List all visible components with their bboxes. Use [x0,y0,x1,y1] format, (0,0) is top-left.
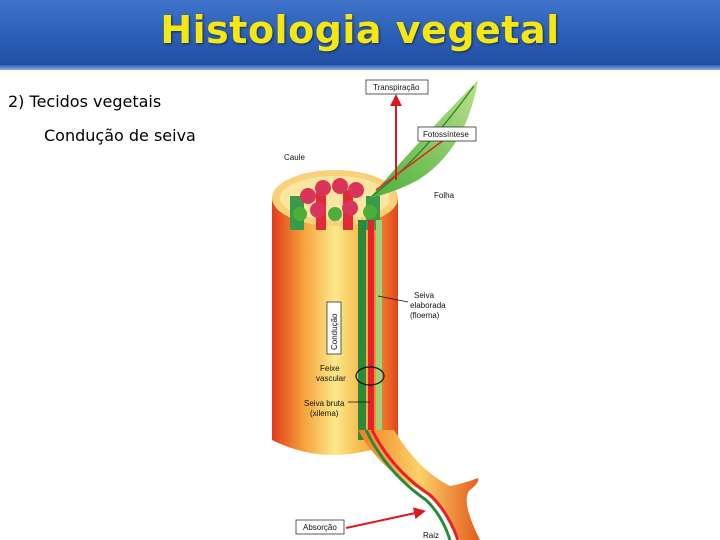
label-conducao: Condução [327,302,341,354]
label-absorcao-text: Absorção [303,523,337,532]
label-seiva-bruta-1: Seiva bruta [304,399,345,408]
label-seiva-elaborada-3: (floema) [410,311,440,320]
label-seiva-bruta-2: (xilema) [310,409,339,418]
absorption-arrow [346,512,420,528]
label-fotossintese: Fotossíntese [418,127,476,141]
label-absorcao: Absorção [296,520,344,534]
label-seiva-elaborada-1: Seiva [414,291,435,300]
label-conducao-text: Condução [330,313,339,350]
label-raiz: Raiz [423,531,439,540]
label-fotossintese-text: Fotossíntese [423,130,469,139]
root [358,430,480,540]
label-folha: Folha [434,191,455,200]
label-transpiracao-text: Transpiração [373,83,420,92]
label-transpiracao: Transpiração [366,80,428,94]
label-caule: Caule [284,153,305,162]
conduction-tubes [358,220,382,440]
label-feixe-2: vascular [316,374,346,383]
label-seiva-elaborada-2: elaborada [410,301,446,310]
label-feixe-1: Feixe [320,364,340,373]
